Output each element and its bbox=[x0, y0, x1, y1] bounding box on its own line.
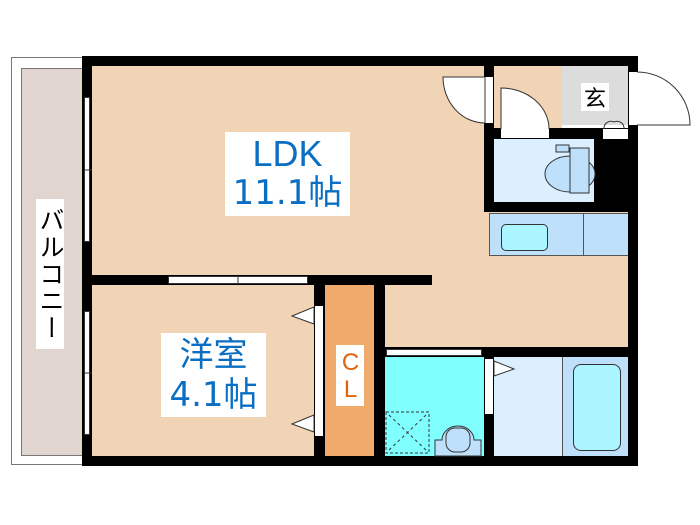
wall-bottom bbox=[82, 456, 637, 466]
bathtub bbox=[573, 364, 621, 451]
ldk-door-gap bbox=[485, 77, 493, 123]
balcony-label-text: バルコニー bbox=[36, 206, 65, 342]
cabinet-door-icon bbox=[603, 120, 625, 130]
ldk-size: 11.1帖 bbox=[232, 173, 343, 213]
entrance-door-gap bbox=[629, 72, 637, 125]
closet-door[interactable] bbox=[315, 306, 323, 436]
wall-top bbox=[82, 56, 637, 66]
closet-label: CL bbox=[336, 345, 364, 406]
wall-toilet-top bbox=[494, 128, 628, 139]
washing-machine-pan-icon bbox=[385, 411, 430, 454]
kitchen-divider bbox=[583, 213, 584, 256]
closet-arrow-up-icon bbox=[290, 306, 315, 325]
wall-toilet-bottom bbox=[484, 202, 628, 212]
wall-toilet-right bbox=[594, 139, 628, 202]
wall-right bbox=[628, 56, 638, 466]
bathroom-floor bbox=[494, 357, 562, 457]
drain-x-icon bbox=[388, 414, 427, 451]
closet-arrow-down-icon bbox=[290, 414, 315, 433]
toilet-lid-icon bbox=[555, 144, 570, 153]
wash-basin-bowl-icon bbox=[445, 427, 471, 453]
balcony-label: バルコニー bbox=[36, 199, 65, 349]
ldk-label: LDK 11.1帖 bbox=[225, 132, 350, 216]
sliding-door-washroom[interactable] bbox=[386, 349, 482, 356]
entrance-door-swing-icon bbox=[636, 71, 691, 126]
western-size: 4.1帖 bbox=[169, 375, 258, 415]
bathroom-door[interactable] bbox=[485, 359, 493, 414]
wall-left bbox=[82, 56, 92, 466]
kitchen-sink bbox=[501, 224, 548, 251]
ldk-name: LDK bbox=[252, 133, 323, 174]
entrance-label: 玄 bbox=[581, 83, 609, 112]
bath-arrow-icon bbox=[493, 360, 516, 377]
wall-toilet-left bbox=[484, 56, 494, 206]
western-name: 洋室 bbox=[179, 335, 248, 375]
cabinet-door-gap bbox=[603, 129, 628, 139]
toilet-tank-icon bbox=[569, 147, 590, 194]
western-label: 洋室 4.1帖 bbox=[161, 333, 266, 417]
entrance-name: 玄 bbox=[583, 87, 606, 112]
ldk-door-swing-icon bbox=[442, 76, 486, 124]
toilet-door-gap bbox=[501, 129, 549, 138]
wall-wash-top bbox=[385, 347, 628, 357]
closet-name: CL bbox=[337, 348, 364, 403]
wall-closet-right bbox=[374, 275, 385, 465]
toilet-door-swing-icon bbox=[500, 87, 550, 130]
